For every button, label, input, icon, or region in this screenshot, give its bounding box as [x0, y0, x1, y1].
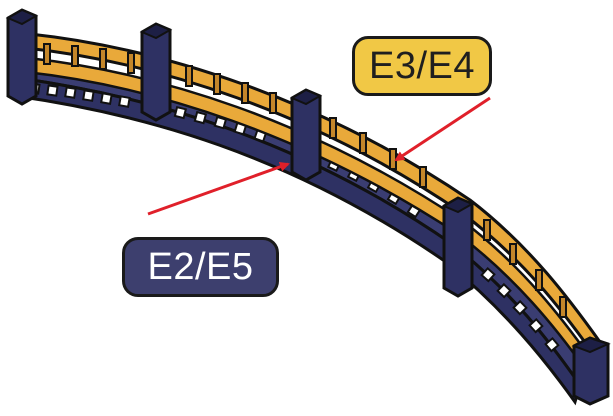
upper-rail-balusters	[43, 43, 567, 318]
label-upper-rail: E3/E4	[352, 36, 492, 96]
post-1	[5, 8, 39, 106]
post-5	[571, 336, 611, 406]
post-4	[441, 196, 475, 298]
posts	[5, 8, 611, 406]
post-2	[139, 22, 173, 122]
label-lower-rail: E2/E5	[122, 237, 279, 297]
arrow-to-upper-rail	[394, 96, 491, 162]
post-3	[289, 88, 323, 182]
arrow-to-lower-rail	[147, 161, 290, 216]
